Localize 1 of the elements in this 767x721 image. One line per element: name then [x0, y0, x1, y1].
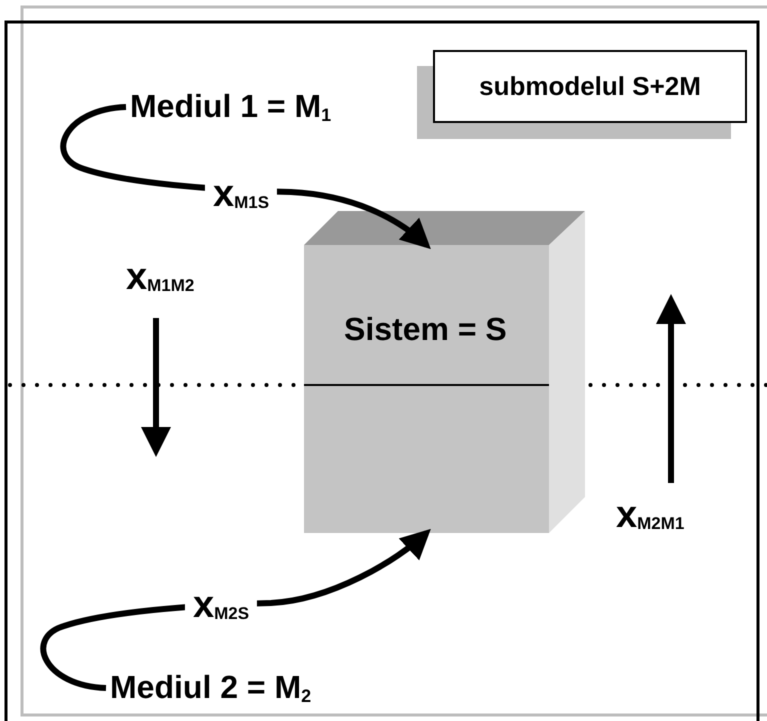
- system-label: Sistem = S: [344, 311, 507, 348]
